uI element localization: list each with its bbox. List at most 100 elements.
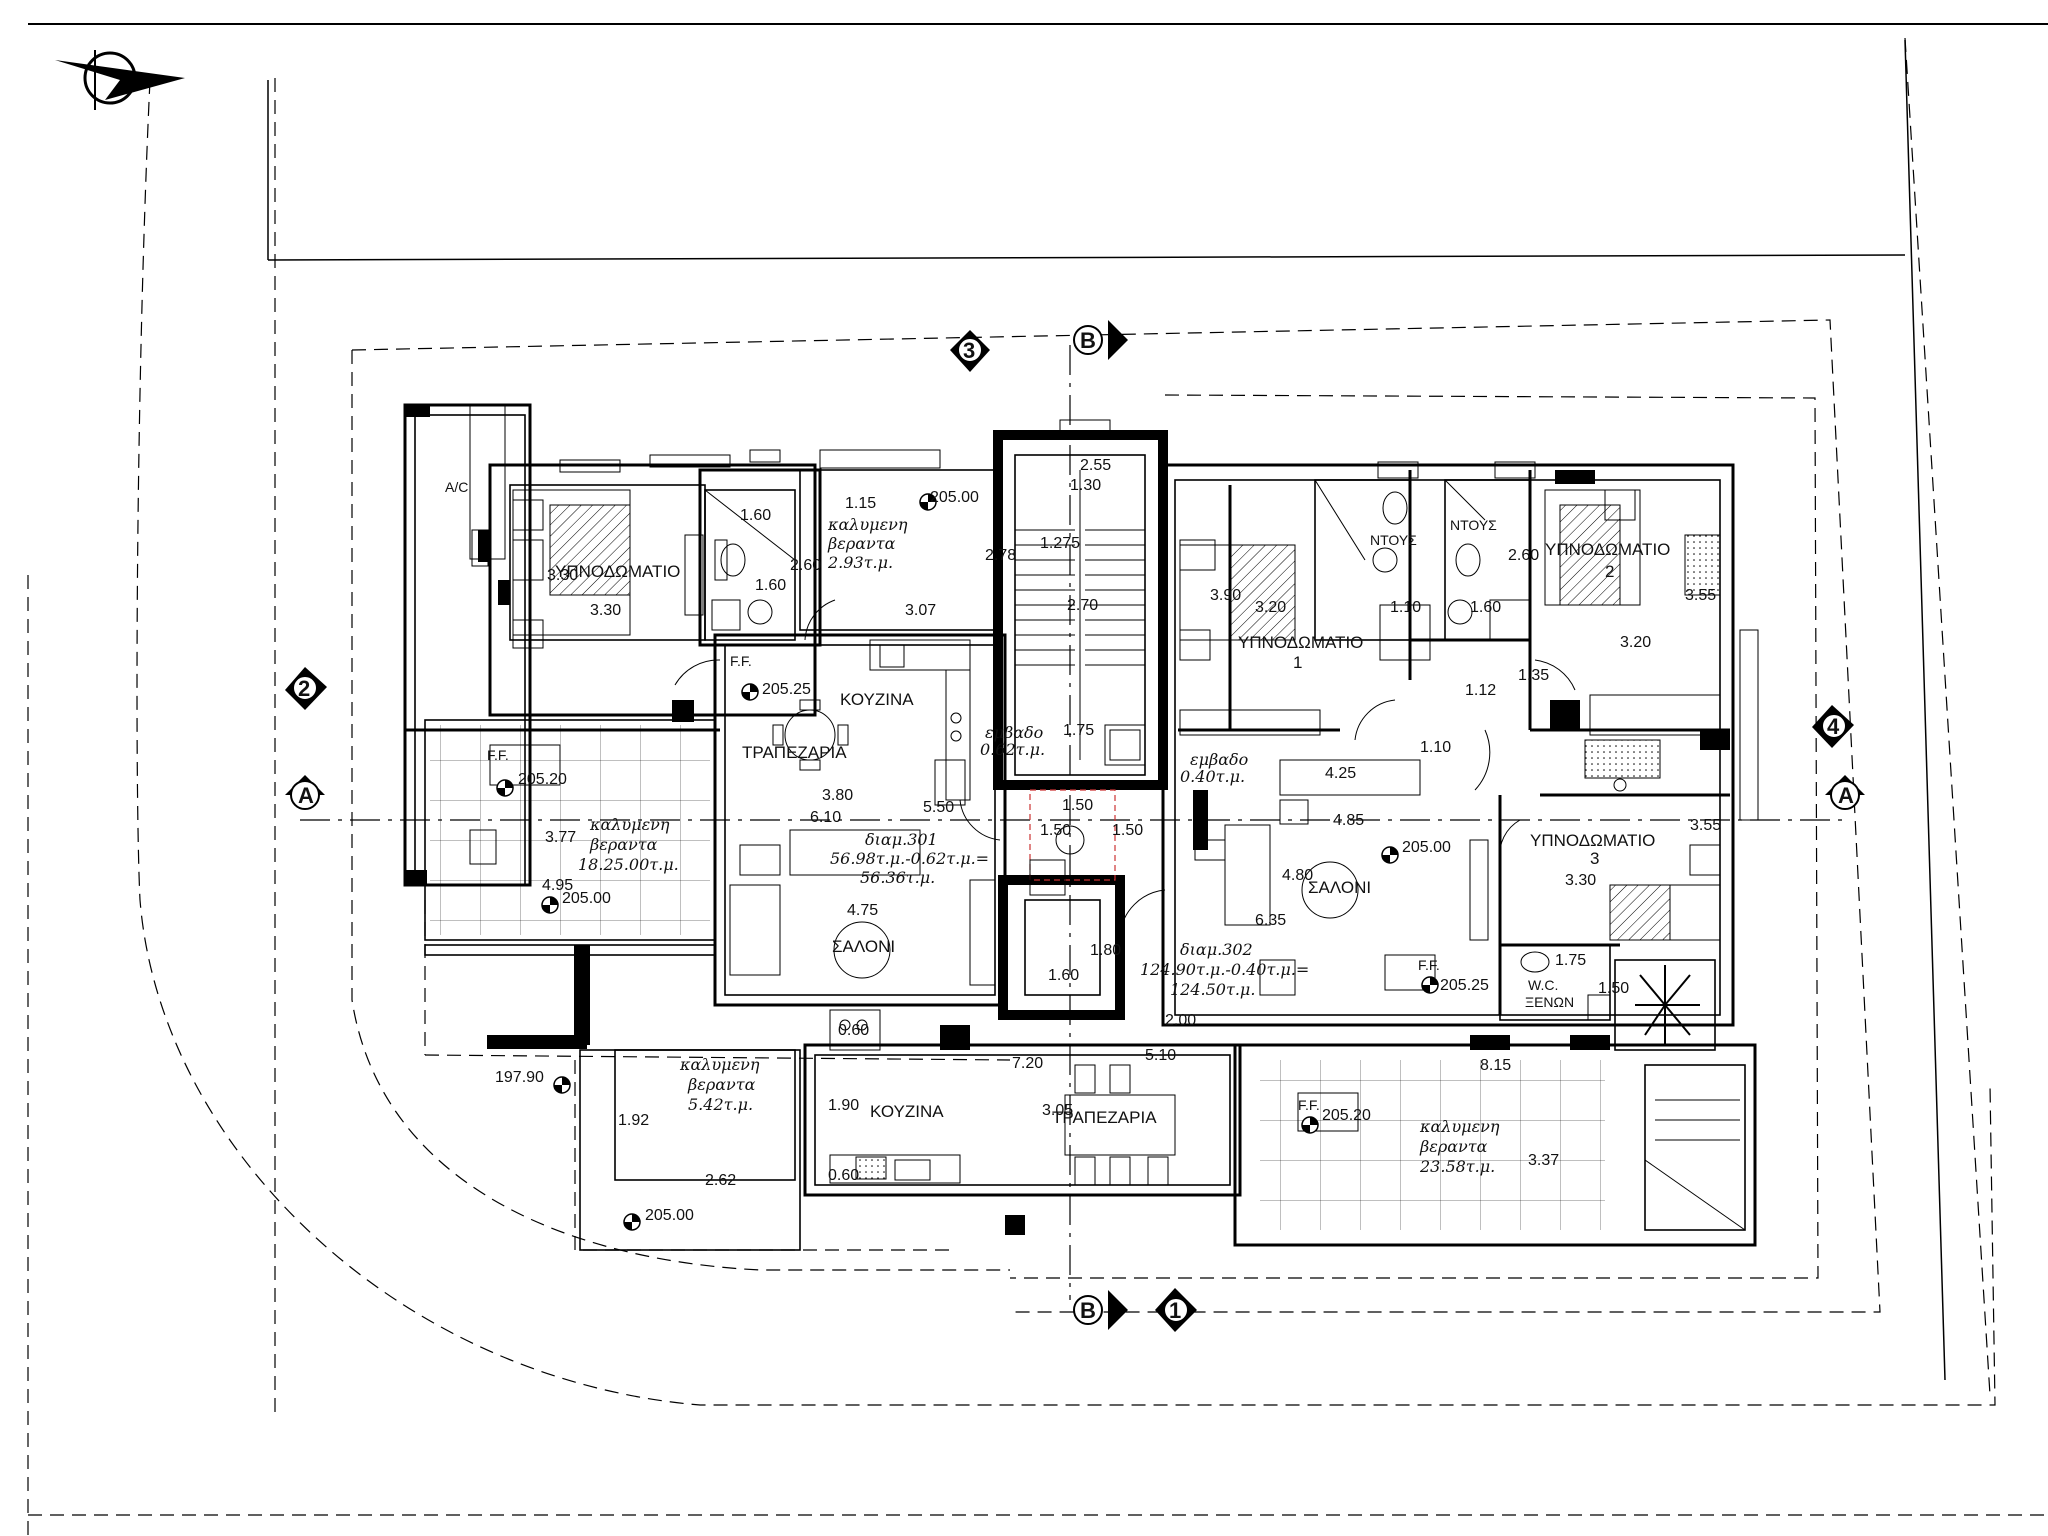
dim-label: 3.55 [1685,587,1716,604]
dim-label: 1.60 [755,577,786,594]
veranda-4 [1233,1043,1757,1247]
grid-marker-4: 4 [1812,705,1854,748]
plant-icon [1614,959,1716,1051]
dim-label: 3.30 [547,567,578,584]
dim-label: 4.85 [1333,812,1364,829]
dim-label: 1.50 [1112,822,1143,839]
dim-label: 1.10 [1390,599,1421,616]
wc-guest [1499,944,1611,1021]
level-label: 205.25 [762,681,811,698]
dim-label: 3.80 [822,787,853,804]
level-marker-icon [496,493,1439,1231]
dim-label: 1.80 [1090,942,1121,959]
section-marker-b-top: B [1073,320,1128,360]
veranda-4-label-2: βεραντα [1419,1137,1488,1156]
level-label: 205.00 [562,890,611,907]
section-marker-b-bottom: B [1073,1290,1128,1330]
labels: A/C F.F. F.F. F.F. F.F. ΥΠΝΟΔΩΜΑΤΙΟ ΥΠΝΟ… [445,457,1721,1224]
room-bedroom-3-num: 3 [1590,849,1599,868]
section-label-a: A [298,783,314,808]
dim-label: 6.35 [1255,912,1286,929]
room-wc-guest: ΞΕΝΩΝ [1525,994,1574,1010]
bedroom-3-bed [1609,629,1759,941]
dim-label: 2.62 [705,1172,736,1189]
dim-label: 1.15 [845,495,876,512]
dim-label: 1.50 [1062,797,1093,814]
doors [674,599,1576,936]
bathroom-left [704,489,796,641]
room-living-right: ΣΑΛΟΝΙ [1308,878,1371,897]
veranda-2-label-2: βεραντα [589,835,658,854]
kitchen-upper [869,639,971,806]
grid-label-2: 2 [298,676,310,701]
dim-label: 1.92 [618,1112,649,1129]
dim-label: 3.37 [1528,1152,1559,1169]
veranda-3-label-2: βεραντα [687,1075,756,1094]
room-wc: W.C. [1528,977,1558,993]
level-label: 205.25 [1440,977,1489,994]
level-label: 205.20 [518,771,567,788]
bedroom-1-bed [1179,539,1321,736]
veranda-3 [490,1035,801,1251]
section-label-b: B [1080,1298,1096,1323]
section-marker-a-left: A [285,775,325,810]
emvado-2-label: εμβαδο [1190,750,1248,769]
dim-label: 2.60 [1508,547,1539,564]
veranda-4-area: 23.58τ.μ. [1419,1157,1495,1176]
dim-label: 0.60 [838,1022,869,1039]
dim-label: 1.275 [1040,535,1080,552]
veranda-1-area: 2.93τ.μ. [827,553,893,572]
ff-tag: F.F. [1418,957,1440,973]
elevator [998,789,1125,1020]
bedroom-left-bed [512,489,704,649]
veranda-3-area: 5.42τ.μ. [688,1095,753,1114]
dim-label: 1.50 [1040,822,1071,839]
dining-table-upper [772,699,849,771]
room-bedroom-3: ΥΠΝΟΔΩΜΑΤΙΟ [1530,831,1655,850]
lower-apartment [803,1009,1242,1235]
shower-1 [1314,461,1431,661]
ff-tag: F.F. [730,653,752,669]
level-label: 205.00 [930,489,979,506]
living-left-furniture [729,829,996,986]
dim-label: 3.77 [545,829,576,846]
emvado-2-area: 0.40τ.μ. [1180,767,1245,786]
dim-label: 1.60 [1470,599,1501,616]
veranda-3-label: καλυμενη [679,1055,760,1074]
dim-label: 0.60 [828,1167,859,1184]
dim-label: 2.60 [790,557,821,574]
dim-label: 4.25 [1325,765,1356,782]
apt-302-title: διαμ.302 [1180,940,1253,959]
emvado-1-label: εμβαδο [985,723,1043,742]
room-kitchen-lower: ΚΟΥΖΙΝΑ [870,1102,944,1121]
dim-label: 4.75 [847,902,878,919]
dim-label: 1.50 [1598,980,1629,997]
grid-label-4: 4 [1827,714,1840,739]
ff-tag: F.F. [487,747,509,763]
room-living-left: ΣΑΛΟΝΙ [832,937,895,956]
dim-label: 3.30 [590,602,621,619]
level-label: 205.00 [645,1207,694,1224]
room-bedroom-left: ΥΠΝΟΔΩΜΑΤΙΟ [555,562,680,581]
section-marker-a-right: A [1825,775,1865,810]
grid-label-1: 1 [1169,1298,1181,1323]
section-label-a: A [1838,783,1854,808]
apt-301-total: 56.36τ.μ. [860,868,935,887]
dim-label: 3.20 [1620,634,1651,651]
emvado-1-area: 0.62τ.μ. [980,740,1045,759]
dim-label: 1.90 [828,1097,859,1114]
room-bedroom-2-num: 2 [1605,562,1614,581]
dim-label: 2.70 [1067,597,1098,614]
north-arrow-icon [55,50,185,110]
dim-label: 3.55 [1690,817,1721,834]
apt-301-title: διαμ.301 [865,830,938,849]
dim-label: 1.75 [1063,722,1094,739]
ff-tag: F.F. [1298,1097,1320,1113]
shower-2 [1444,461,1536,641]
dim-label: 2.55 [1080,457,1111,474]
room-shower-2: ΝΤΟΥΣ [1450,517,1497,533]
dim-label: 2.78 [985,547,1016,564]
dim-label: 3.20 [1255,599,1286,616]
grid-label-3: 3 [963,338,975,363]
